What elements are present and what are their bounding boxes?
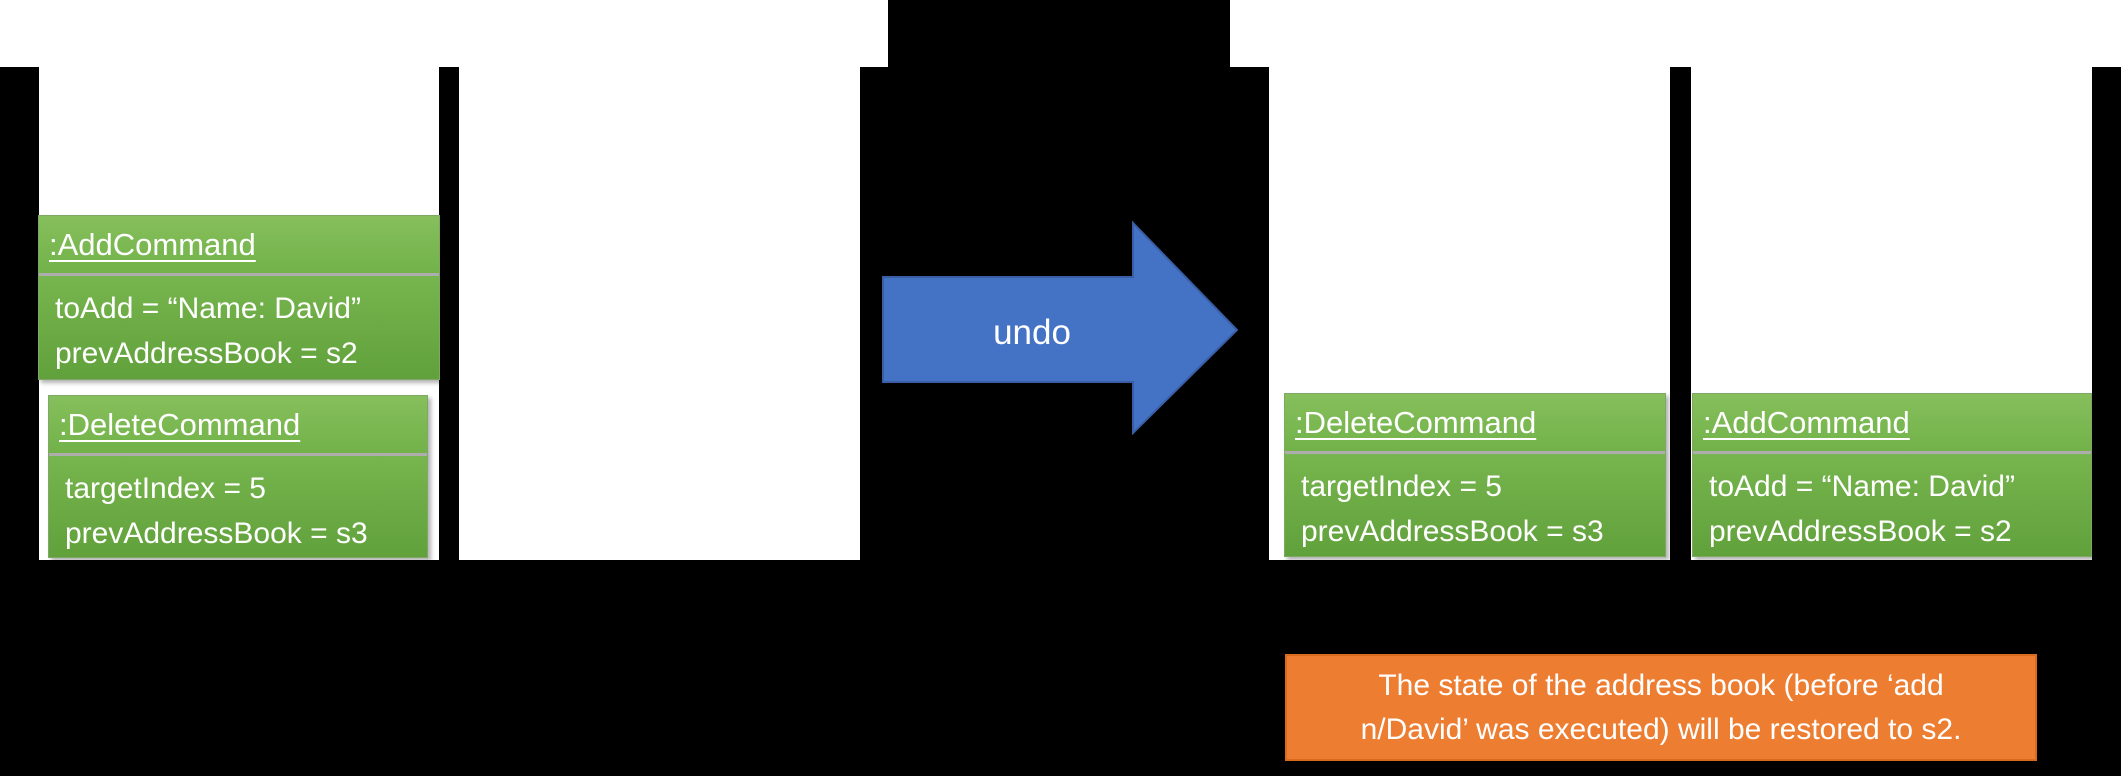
command-box-left-delete: :DeleteCommand targetIndex = 5 prevAddre…	[48, 395, 428, 558]
note-callout: The state of the address book (before ‘a…	[1285, 654, 2037, 761]
undo-arrow-label: undo	[993, 313, 1071, 352]
command-field: prevAddressBook = s2	[1709, 515, 2012, 548]
command-box-left-add: :AddCommand toAdd = “Name: David” prevAd…	[38, 215, 440, 380]
command-field: targetIndex = 5	[65, 472, 266, 505]
top-band-left	[0, 0, 888, 67]
command-box-body: targetIndex = 5 prevAddressBook = s3	[49, 456, 427, 557]
command-box-header: :DeleteCommand	[1285, 394, 1665, 454]
command-box-body: toAdd = “Name: David” prevAddressBook = …	[39, 276, 439, 379]
stack-column-left-2	[459, 67, 860, 560]
command-box-right-delete: :DeleteCommand targetIndex = 5 prevAddre…	[1284, 393, 1666, 557]
note-line: The state of the address book (before ‘a…	[1378, 668, 1944, 702]
top-band-right	[1230, 0, 2121, 67]
command-box-header: :DeleteCommand	[49, 396, 427, 456]
command-field: toAdd = “Name: David”	[55, 292, 361, 325]
command-field: toAdd = “Name: David”	[1709, 470, 2015, 503]
command-box-body: toAdd = “Name: David” prevAddressBook = …	[1693, 454, 2091, 556]
command-box-body: targetIndex = 5 prevAddressBook = s3	[1285, 454, 1665, 556]
command-field: prevAddressBook = s3	[1301, 515, 1604, 548]
command-field: targetIndex = 5	[1301, 470, 1502, 503]
note-line: n/David’ was executed) will be restored …	[1360, 712, 1962, 746]
undo-arrow-shape	[882, 220, 1239, 435]
command-title: :DeleteCommand	[59, 407, 301, 442]
command-field: prevAddressBook = s2	[55, 337, 358, 370]
command-field: prevAddressBook = s3	[65, 517, 368, 550]
command-box-header: :AddCommand	[1693, 394, 2091, 454]
command-title: :DeleteCommand	[1295, 405, 1537, 440]
command-title: :AddCommand	[1703, 405, 1910, 440]
undo-arrow: undo	[882, 220, 1239, 435]
command-title: :AddCommand	[49, 227, 256, 262]
command-box-right-add: :AddCommand toAdd = “Name: David” prevAd…	[1692, 393, 2092, 557]
command-box-header: :AddCommand	[39, 216, 439, 276]
